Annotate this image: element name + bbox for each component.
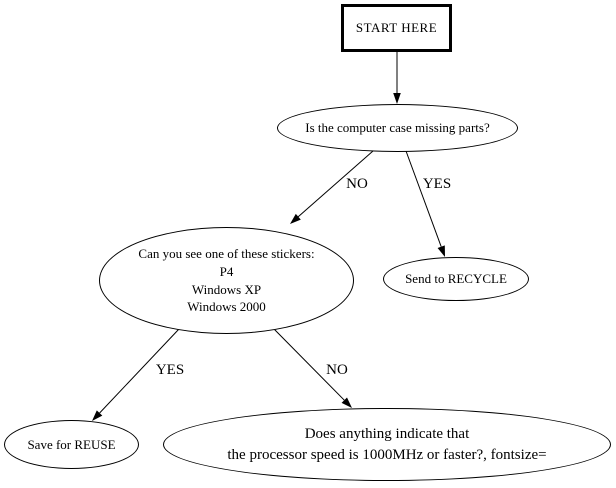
edge-case-no-arrowhead [290, 213, 301, 224]
edge-start-case-arrowhead [393, 93, 401, 104]
edge-stickers-no-arrowhead [341, 397, 352, 408]
node-reuse-label: Save for REUSE [27, 436, 116, 452]
node-reuse: Save for REUSE [4, 420, 139, 469]
edge-case-no-line [297, 150, 374, 218]
edge-label-case-yes: YES [422, 176, 452, 192]
node-start-label: START HERE [355, 20, 438, 36]
edge-case-yes-arrowhead [437, 245, 445, 257]
edge-case-yes-line [405, 150, 442, 247]
edge-stickers-yes-line [99, 328, 180, 414]
node-start: START HERE [341, 4, 452, 52]
node-stickers-label: Can you see one of these stickers: P4 Wi… [138, 246, 315, 315]
node-recycle-label: Send to RECYCLE [405, 271, 507, 287]
node-speed-label: Does anything indicate that the processo… [227, 426, 547, 463]
edge-label-stickers-no: NO [326, 362, 348, 378]
node-case-missing: Is the computer case missing parts? [277, 104, 518, 152]
node-recycle: Send to RECYCLE [383, 257, 529, 301]
node-stickers: Can you see one of these stickers: P4 Wi… [99, 227, 354, 334]
edge-label-stickers-yes: YES [155, 362, 185, 378]
node-case-missing-label: Is the computer case missing parts? [305, 120, 490, 136]
node-speed: Does anything indicate that the processo… [163, 408, 611, 481]
edge-label-case-no: NO [346, 176, 368, 192]
edge-stickers-no-line [273, 328, 345, 401]
edge-stickers-yes-arrowhead [92, 410, 103, 421]
